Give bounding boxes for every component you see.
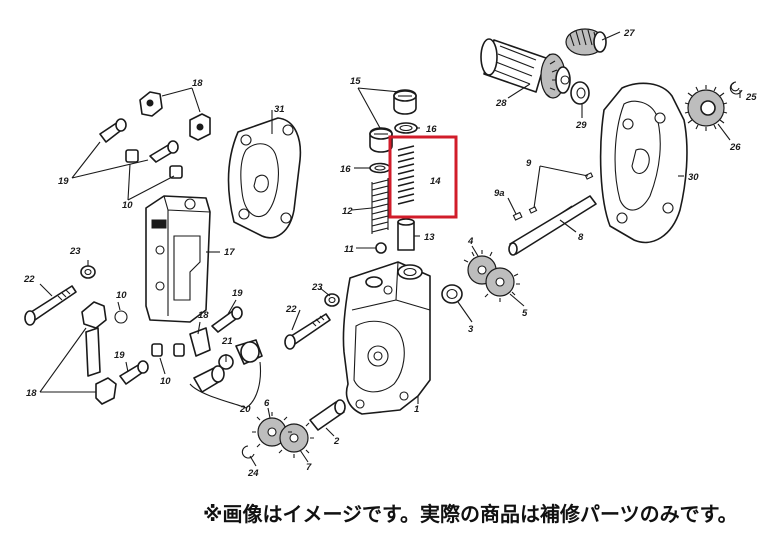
part-28-drive-shaft [480, 38, 571, 99]
label-28: 28 [495, 98, 507, 109]
label-8: 8 [578, 232, 584, 243]
label-5: 5 [522, 308, 528, 319]
part-20-21-fittings [193, 339, 263, 393]
part-17-cover [145, 195, 211, 323]
part-26-gear [684, 85, 728, 131]
part-23-washer-left [80, 265, 96, 279]
label-21: 21 [221, 336, 233, 347]
part-12-spring [371, 178, 389, 234]
label-10-top: 10 [122, 200, 133, 211]
label-1: 1 [414, 404, 419, 415]
label-26: 26 [729, 142, 741, 153]
part-13-plunger [397, 218, 415, 251]
part-8-shaft [508, 195, 597, 256]
label-10-bottom: 10 [160, 376, 171, 387]
label-24: 24 [247, 468, 259, 479]
label-22-left: 22 [23, 274, 35, 285]
part-11-ball [375, 242, 387, 254]
label-31: 31 [274, 104, 285, 115]
label-3: 3 [468, 324, 474, 335]
label-16-top: 16 [426, 124, 437, 135]
label-19-bottom: 19 [114, 350, 125, 361]
label-13: 13 [424, 232, 435, 243]
part-16-oring-top [394, 122, 418, 134]
label-11: 11 [344, 244, 354, 255]
part-10-plugs [114, 149, 185, 357]
label-16-lower: 16 [340, 164, 351, 175]
label-2: 2 [333, 436, 340, 447]
leader-lines [39, 31, 741, 467]
label-18-top: 18 [192, 78, 203, 89]
part-18-elbow-mid [189, 327, 211, 357]
label-22-centre: 22 [285, 304, 297, 315]
label-12: 12 [342, 206, 353, 217]
part-19-fittings-lower [119, 306, 243, 385]
label-17: 17 [224, 247, 235, 258]
label-27: 27 [623, 28, 635, 39]
part-18-fittings [139, 91, 211, 141]
label-30: 30 [688, 172, 699, 183]
disclaimer-caption: ※画像はイメージです。実際の商品は補修パーツのみです。 [203, 502, 738, 526]
part-number-labels: 18 19 10 31 17 23 22 10 18 19 10 19 18 2… [23, 28, 757, 479]
label-15: 15 [350, 76, 361, 87]
part-6-7-gears [252, 412, 314, 458]
label-23-left: 23 [69, 246, 81, 257]
part-23-washer-centre [324, 293, 340, 307]
label-9: 9 [526, 158, 532, 169]
part-25-snap-ring [729, 81, 743, 95]
label-10-mid: 10 [116, 290, 127, 301]
part-31-gasket [227, 117, 302, 239]
part-18-fittings-lower [81, 301, 117, 405]
label-6: 6 [264, 398, 270, 409]
part-19-fittings [99, 118, 179, 163]
part-14-spring [397, 145, 415, 205]
part-15-cap-lower [369, 127, 393, 153]
part-22-bolt-left [24, 285, 77, 326]
part-3-seal [441, 284, 463, 304]
part-16-oring-lower [369, 162, 391, 174]
label-19-top: 19 [58, 176, 69, 187]
label-18-mid: 18 [198, 310, 209, 321]
part-30-gasket [599, 82, 688, 244]
label-14: 14 [430, 176, 441, 187]
label-4: 4 [467, 236, 474, 247]
part-1-pump-body [342, 261, 431, 415]
part-24-ring [241, 445, 255, 459]
part-15-cap-top [393, 89, 417, 115]
label-20: 20 [239, 404, 251, 415]
part-29-washer [570, 81, 590, 105]
label-23-centre: 23 [311, 282, 323, 293]
label-7: 7 [306, 462, 312, 473]
label-19-mid: 19 [232, 288, 243, 299]
part-9-key [528, 172, 594, 214]
highlight-box-part-14 [388, 135, 458, 219]
label-9a: 9a [494, 188, 505, 199]
part-22-bolt-centre [284, 313, 331, 350]
label-29: 29 [575, 120, 587, 131]
label-18-bottom: 18 [26, 388, 37, 399]
part-27-gear [565, 28, 607, 56]
part-2-pin [309, 399, 346, 431]
part-4-5-gears [463, 250, 520, 302]
part-9a-key [512, 211, 523, 221]
label-25: 25 [745, 92, 757, 103]
